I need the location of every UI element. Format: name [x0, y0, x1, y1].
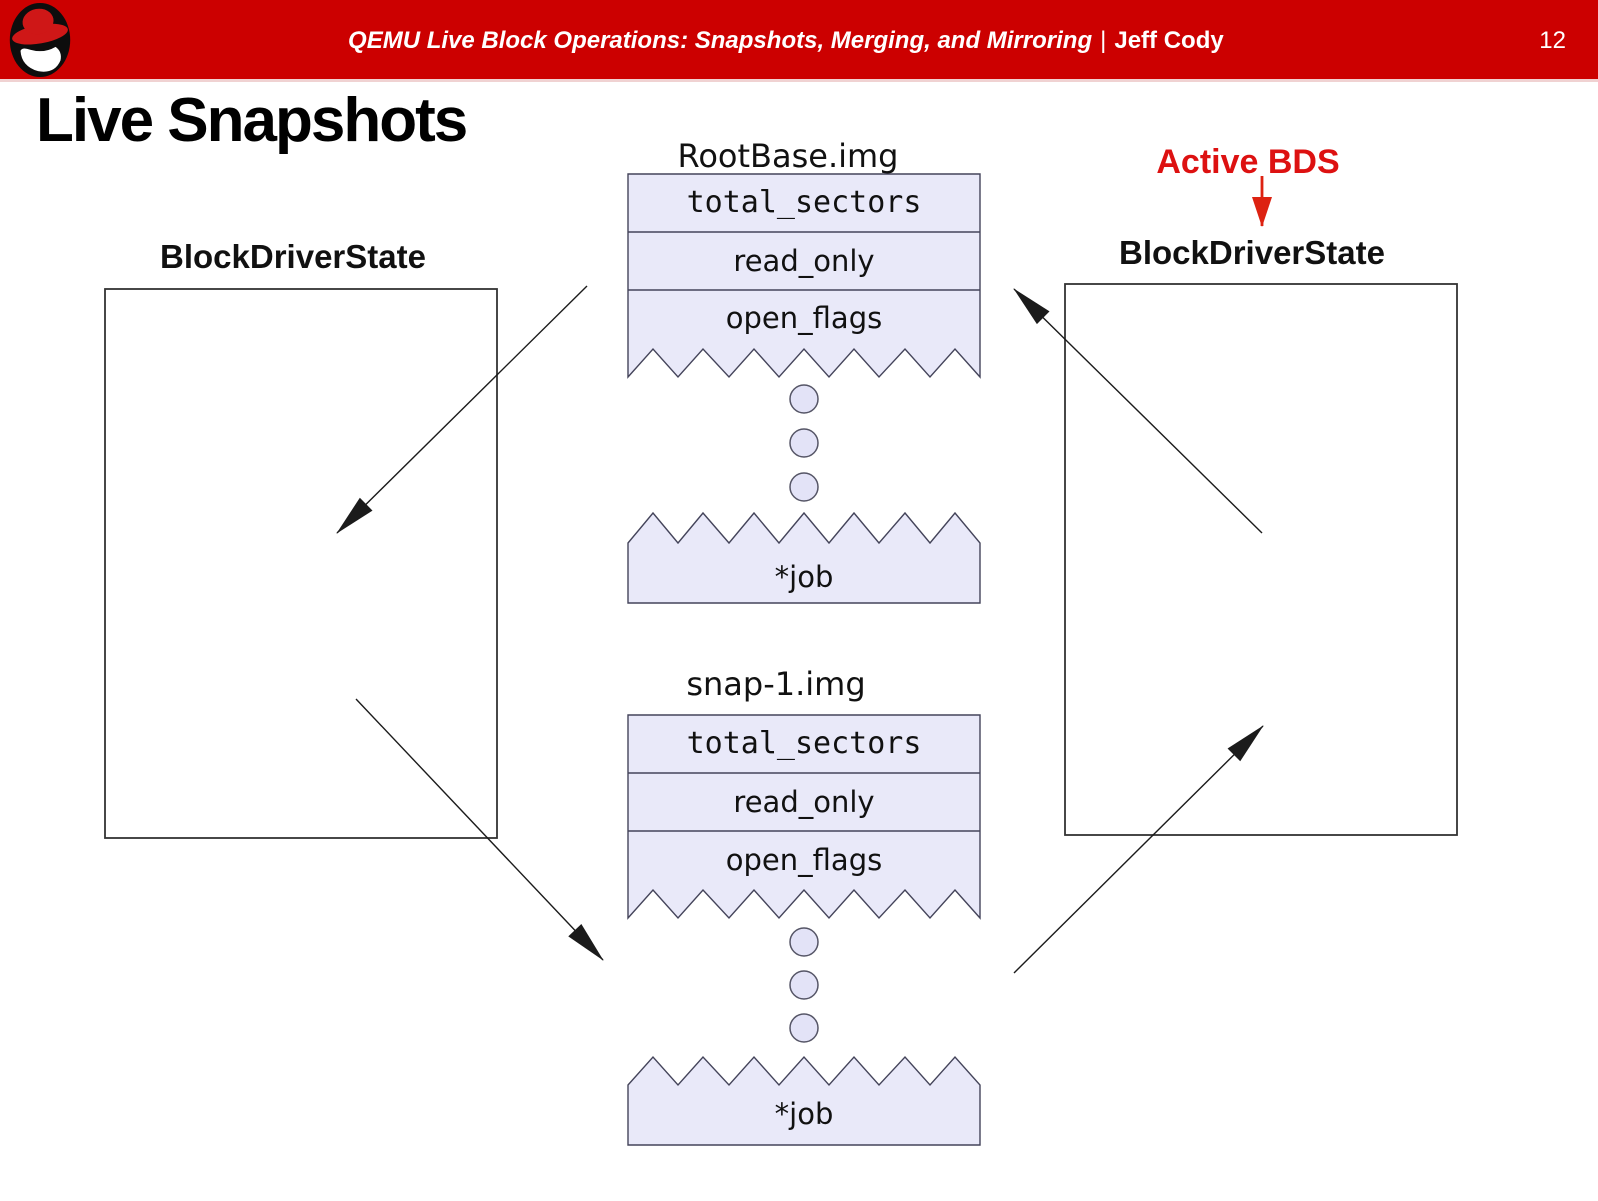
page-number: 12 — [1539, 27, 1566, 54]
rootbase-ellipsis-dot — [789, 384, 819, 414]
header-bar: QEMU Live Block Operations: Snapshots, M… — [0, 0, 1598, 82]
snap1-title: snap-1.img — [686, 665, 866, 703]
arrow-left-bds-to-snap1 — [355, 698, 604, 961]
snap1-struct-shape — [627, 714, 981, 920]
snap1-field-total-sectors: total_sectors — [686, 726, 922, 761]
redhat-logo-icon — [9, 2, 71, 78]
rootbase-ellipsis-dot — [789, 428, 819, 458]
snap1-job-shape — [627, 1055, 981, 1146]
rootbase-ellipsis-dot — [789, 472, 819, 502]
arrow-snap1-to-right-bds — [1013, 725, 1264, 974]
snap1-field-job: *job — [774, 1097, 834, 1131]
snap1-ellipsis-dot — [789, 970, 819, 1000]
logo-face — [20, 46, 61, 72]
rootbase-struct-shape — [627, 173, 981, 379]
snap1-ellipsis-dot — [789, 927, 819, 957]
presentation-title-text: QEMU Live Block Operations: Snapshots, M… — [348, 27, 1093, 54]
snap1-field-read-only: read_only — [733, 785, 875, 819]
rootbase-title: RootBase.img — [677, 137, 899, 175]
rootbase-field-open-flags: open_flags — [725, 301, 883, 335]
snap1-ellipsis-dot — [789, 1013, 819, 1043]
rootbase-field-job: *job — [774, 560, 834, 594]
arrow-rootbase-to-left-bds — [336, 285, 588, 534]
left-bds-box — [104, 288, 498, 839]
snap1-field-open-flags: open_flags — [725, 843, 883, 877]
logo-hat-crown — [22, 8, 54, 35]
rootbase-field-read-only: read_only — [733, 244, 875, 278]
right-bds-box — [1064, 283, 1458, 836]
title-separator: | — [1100, 27, 1107, 54]
left-bds-label: BlockDriverState — [160, 238, 426, 275]
rootbase-field-total-sectors: total_sectors — [686, 185, 922, 220]
slide-title: Live Snapshots — [36, 86, 468, 155]
active-bds-label: Active BDS — [1156, 143, 1340, 181]
rootbase-job-shape — [627, 511, 981, 604]
presentation-title: QEMU Live Block Operations: Snapshots, M… — [348, 0, 1224, 82]
presentation-author: Jeff Cody — [1114, 27, 1224, 54]
right-bds-label: BlockDriverState — [1119, 234, 1385, 271]
arrow-right-bds-to-rootbase — [1013, 288, 1263, 534]
